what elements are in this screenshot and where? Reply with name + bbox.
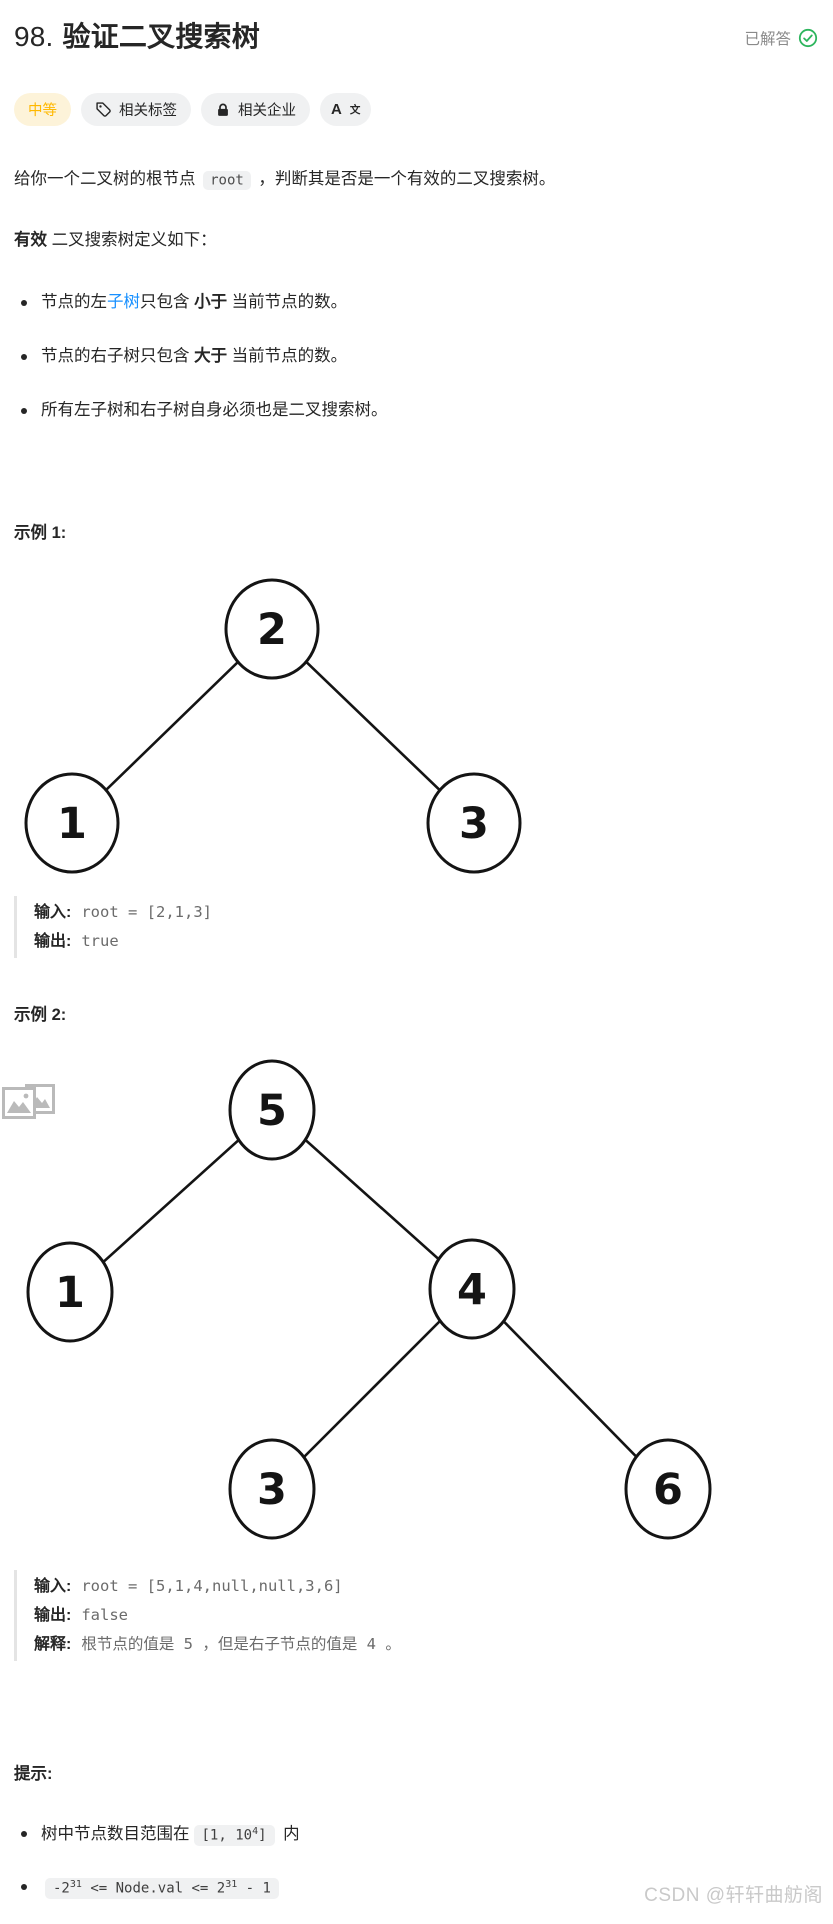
- svg-text:1: 1: [57, 799, 87, 849]
- definition-list: 节点的左子树只包含 小于 当前节点的数。 节点的右子树只包含 大于 当前节点的数…: [14, 289, 818, 424]
- b1-mid: 只包含: [140, 293, 195, 311]
- translate-cjk: 文: [349, 104, 361, 116]
- constraint-node-value: -231 <= Node.val <= 231 - 1: [14, 1872, 818, 1903]
- svg-text:1: 1: [55, 1268, 85, 1318]
- b2-post: 当前节点的数。: [227, 347, 348, 365]
- subtree-link[interactable]: 子树: [107, 293, 140, 311]
- explain-label: 解释:: [34, 1636, 72, 1653]
- input-label: 输入:: [34, 1578, 72, 1595]
- constraint-node-count: 树中节点数目范围在[1, 104] 内: [14, 1819, 818, 1850]
- c1-pre: 树中节点数目范围在: [41, 1825, 190, 1843]
- solved-label: 已解答: [744, 31, 791, 48]
- definition-item-left-subtree: 节点的左子树只包含 小于 当前节点的数。: [14, 289, 818, 316]
- problem-statement: 给你一个二叉树的根节点 root ，判断其是否是一个有效的二叉搜索树。: [14, 166, 818, 194]
- c1-post: 内: [278, 1825, 300, 1843]
- constraints-list: 树中节点数目范围在[1, 104] 内 -231 <= Node.val <= …: [14, 1819, 818, 1903]
- svg-text:3: 3: [257, 1465, 287, 1515]
- svg-text:3: 3: [459, 799, 489, 849]
- problem-page: 98. 验证二叉搜索树 已解答 中等 相关标签 相关企业: [0, 18, 833, 1924]
- b3-text: 所有左子树和右子树自身必须也是二叉搜索树。: [41, 401, 388, 419]
- input-label: 输入:: [34, 904, 72, 921]
- definition-rest: 二叉搜索树定义如下：: [47, 231, 217, 249]
- translate-letter: A: [331, 101, 342, 118]
- example2-io-block: 输入: root = [5,1,4,null,null,3,6] 输出: false…: [14, 1570, 818, 1661]
- svg-text:5: 5: [257, 1086, 287, 1136]
- tag-icon: [96, 102, 111, 117]
- solved-status-badge: 已解答: [744, 27, 818, 49]
- example1-tree-figure: 2 1 3: [14, 572, 818, 882]
- b2-pre: 节点的右子树只包含: [41, 347, 195, 365]
- root-code-chip: root: [203, 170, 251, 190]
- example2-input-value: root = [5,1,4,null,null,3,6]: [81, 1577, 343, 1595]
- example2-output-line: 输出: false: [34, 1601, 818, 1630]
- example1-output-line: 输出: true: [34, 927, 818, 956]
- problem-title-text: 验证二叉搜索树: [62, 21, 260, 52]
- definition-item-right-subtree: 节点的右子树只包含 大于 当前节点的数。: [14, 343, 818, 370]
- valid-bold: 有效: [14, 231, 47, 249]
- related-companies-button[interactable]: 相关企业: [201, 93, 310, 126]
- svg-text:6: 6: [653, 1465, 683, 1515]
- b1-post: 当前节点的数。: [227, 293, 348, 311]
- node-value-range-chip: -231 <= Node.val <= 231 - 1: [45, 1877, 279, 1899]
- node-count-range-chip: [1, 104]: [193, 1824, 275, 1846]
- example1-io-block: 输入: root = [2,1,3] 输出: true: [14, 896, 818, 958]
- b1-bold: 小于: [194, 293, 228, 311]
- example2-tree-diagram: 5 1 4 3 6: [26, 1059, 712, 1540]
- svg-text:2: 2: [257, 605, 287, 655]
- related-tags-label: 相关标签: [119, 103, 177, 119]
- csdn-watermark: CSDN @轩轩曲舫阁: [644, 1885, 823, 1906]
- hints-heading: 提示:: [14, 1765, 53, 1783]
- definition-lead: 有效 二叉搜索树定义如下：: [14, 227, 818, 254]
- example1-heading: 示例 1:: [14, 524, 67, 542]
- example2-explain-line: 解释: 根节点的值是 5 ，但是右子节点的值是 4 。: [34, 1630, 818, 1659]
- example2-input-line: 输入: root = [5,1,4,null,null,3,6]: [34, 1572, 818, 1601]
- example1-output-value: true: [81, 932, 119, 950]
- example1-tree-diagram: 2 1 3: [24, 578, 522, 874]
- image-placeholder-icon: [2, 1084, 55, 1119]
- b2-bold: 大于: [194, 347, 228, 365]
- related-companies-label: 相关企业: [238, 103, 296, 119]
- output-label: 输出:: [34, 1607, 72, 1624]
- example2-output-value: false: [81, 1606, 129, 1624]
- example2-heading: 示例 2:: [14, 1006, 67, 1024]
- example2-explain-value: 根节点的值是 5 ，但是右子节点的值是 4 。: [81, 1635, 401, 1653]
- definition-item-recursive: 所有左子树和右子树自身必须也是二叉搜索树。: [14, 397, 818, 424]
- output-label: 输出:: [34, 933, 72, 950]
- example1-input-value: root = [2,1,3]: [81, 903, 212, 921]
- lock-icon: [218, 103, 228, 116]
- problem-number: 98.: [14, 21, 54, 52]
- b1-pre: 节点的左: [41, 293, 107, 311]
- statement-post: ，判断其是否是一个有效的二叉搜索树。: [253, 170, 556, 188]
- header: 98. 验证二叉搜索树 已解答: [14, 18, 818, 56]
- related-tags-button[interactable]: 相关标签: [81, 93, 191, 126]
- statement-pre: 给你一个二叉树的根节点: [14, 170, 201, 188]
- page-title: 98. 验证二叉搜索树: [14, 18, 260, 56]
- example2-tree-figure: 5 1 4 3 6: [2, 1050, 818, 1542]
- difficulty-badge[interactable]: 中等: [14, 93, 71, 126]
- check-circle-icon: [798, 28, 818, 48]
- example1-input-line: 输入: root = [2,1,3]: [34, 898, 818, 927]
- svg-text:4: 4: [457, 1265, 487, 1315]
